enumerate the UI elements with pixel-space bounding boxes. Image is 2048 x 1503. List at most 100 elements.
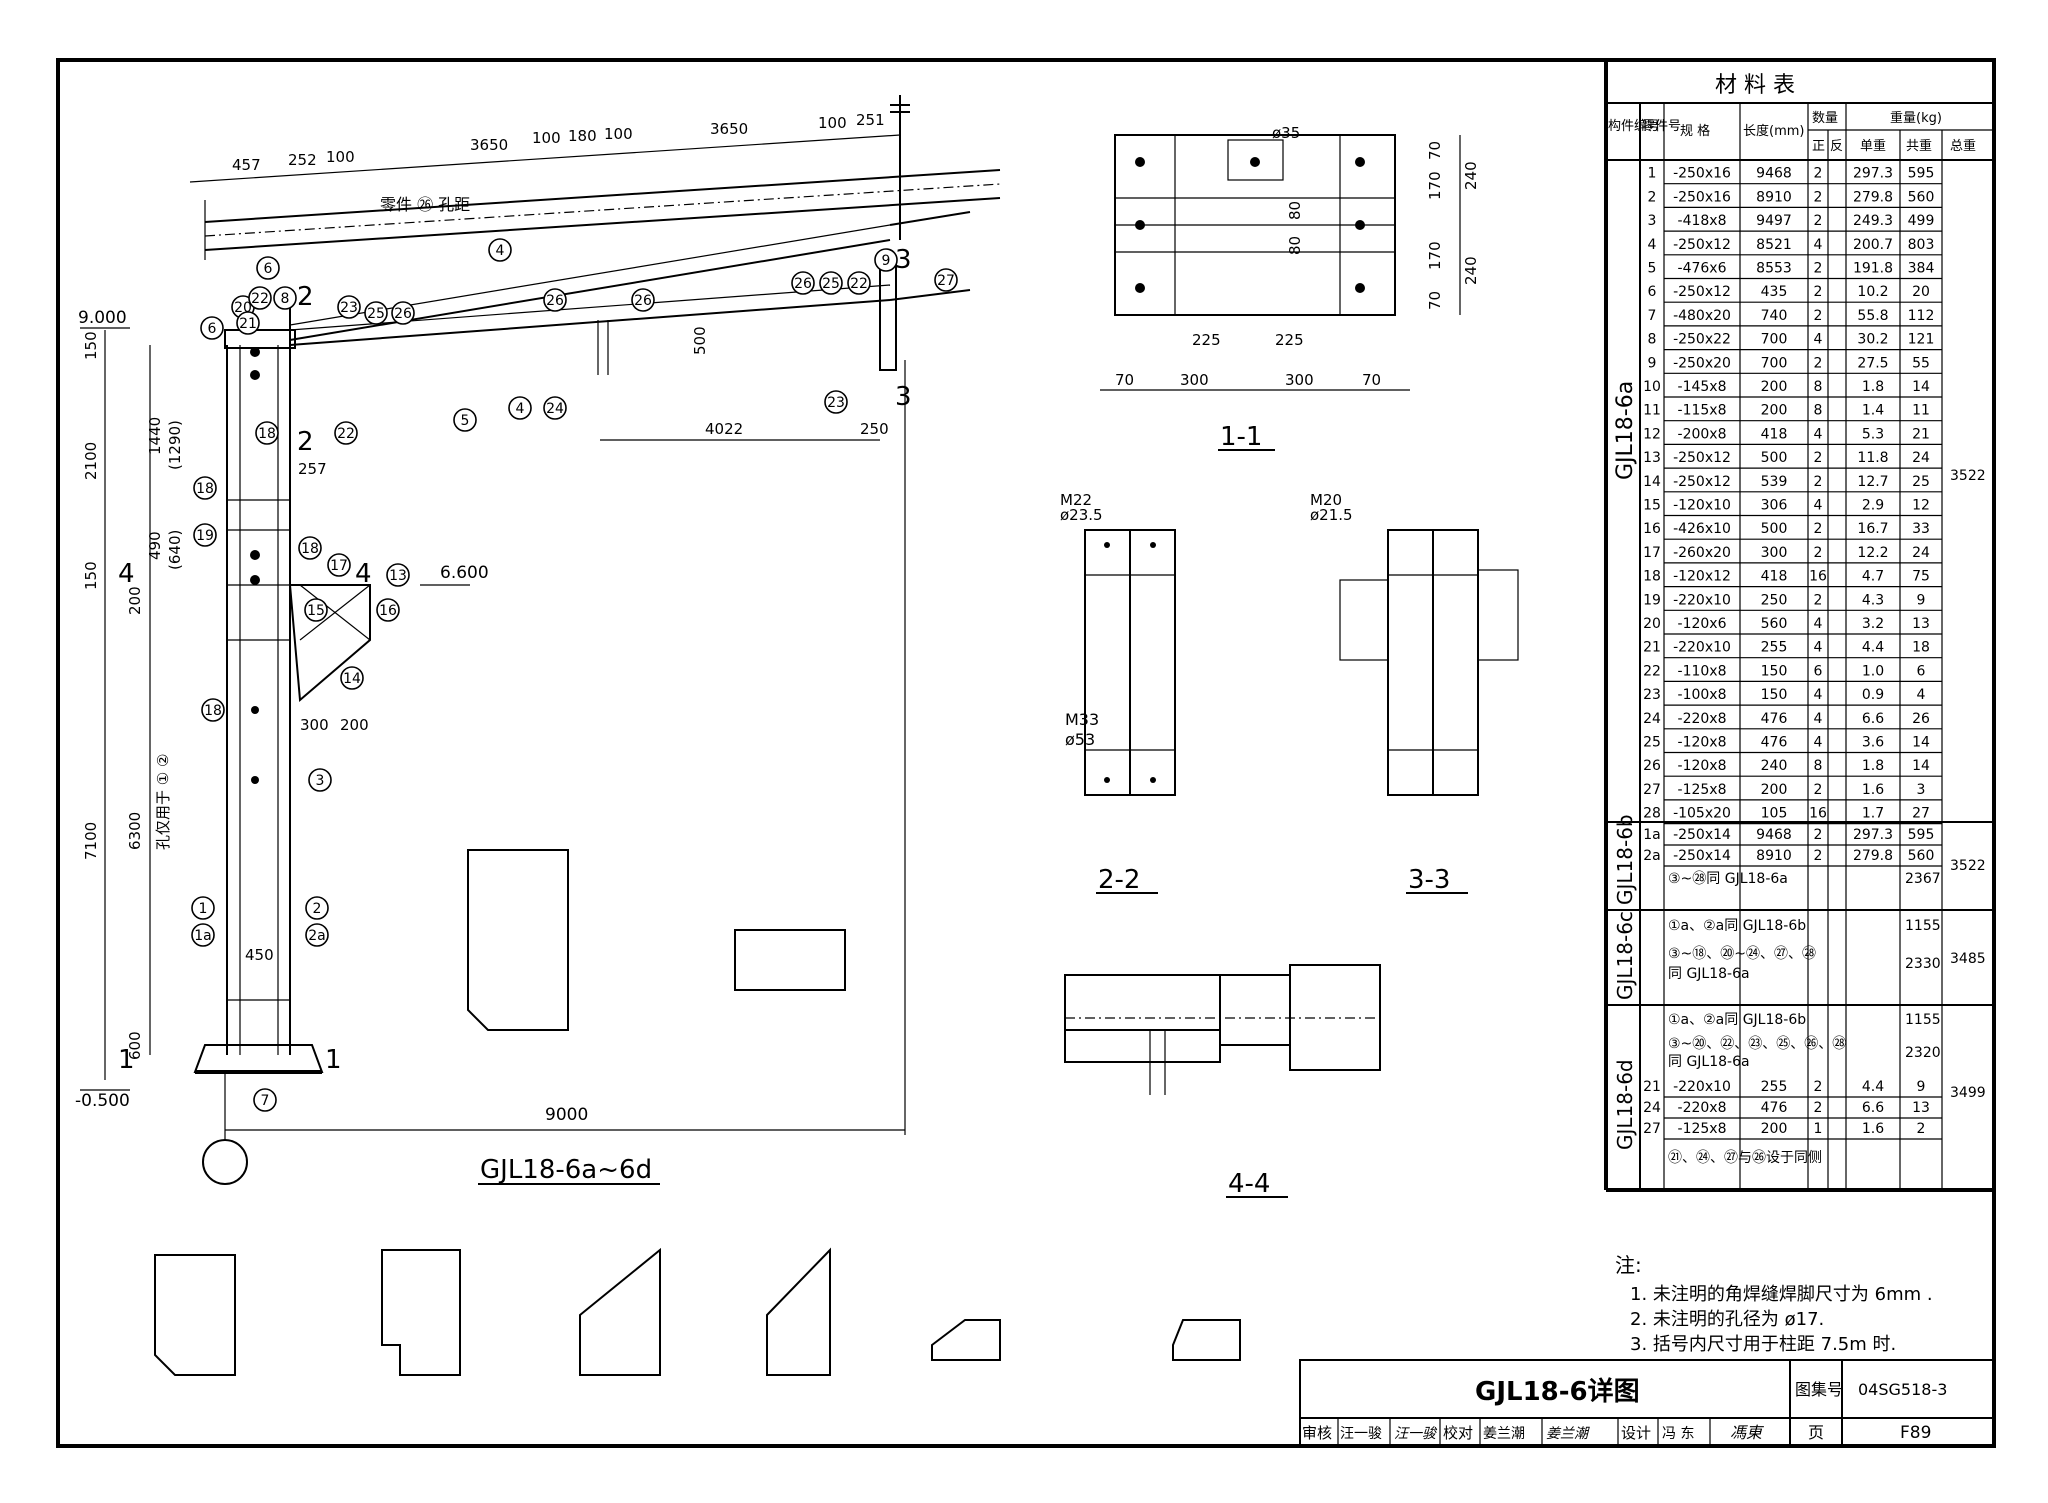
svg-text:26: 26: [794, 276, 812, 292]
table-cell: 2: [1814, 545, 1823, 561]
table-cell: 249.3: [1853, 213, 1893, 229]
table-cell: 8910: [1756, 848, 1792, 864]
table-cell: 4: [1814, 332, 1823, 348]
table-cell: 14: [1912, 379, 1930, 395]
table-cell: -250x12: [1673, 284, 1731, 300]
table-cell: 435: [1761, 284, 1788, 300]
svg-text:4022: 4022: [705, 420, 743, 438]
table-cell: 10.2: [1857, 284, 1888, 300]
svg-text:23: 23: [340, 300, 358, 316]
atlas-no: 04SG518-3: [1858, 1380, 1947, 1399]
d-line3: 同 GJL18-6a: [1668, 1054, 1750, 1070]
table-cell: 22: [1643, 663, 1661, 679]
table-cell: -220x8: [1678, 711, 1727, 727]
table-cell: 700: [1761, 332, 1788, 348]
table-cell: 4: [1648, 237, 1657, 253]
svg-text:(1290): (1290): [166, 420, 184, 470]
table-cell: 255: [1761, 1079, 1788, 1095]
table-cell: 279.8: [1853, 189, 1893, 205]
table-cell: 500: [1761, 521, 1788, 537]
table-cell: 4: [1814, 687, 1823, 703]
svg-text:3: 3: [895, 382, 912, 412]
span-dim: 9000: [545, 1105, 588, 1125]
table-cell: 15: [1643, 498, 1661, 514]
svg-text:225: 225: [1192, 331, 1221, 349]
table-cell: 27: [1912, 806, 1930, 822]
d-line1: ①a、②a同 GJL18-6b: [1668, 1012, 1806, 1028]
m22-label: M22: [1060, 491, 1092, 509]
section-1-1: [1100, 134, 1461, 391]
table-cell: 11: [1912, 403, 1930, 419]
table-cell: 11.8: [1857, 450, 1888, 466]
table-cell: 200: [1761, 403, 1788, 419]
svg-text:170: 170: [1426, 171, 1444, 200]
review-signature: 汪一骏: [1394, 1426, 1438, 1442]
table-cell: 4.7: [1862, 569, 1884, 585]
svg-text:6: 6: [264, 261, 273, 277]
table-cell: 28: [1643, 806, 1661, 822]
elev-bottom-label: -0.500: [75, 1091, 130, 1111]
svg-text:5: 5: [461, 413, 470, 429]
table-cell: 499: [1908, 213, 1935, 229]
svg-text:21: 21: [239, 316, 257, 332]
table-cell: 418: [1761, 426, 1788, 442]
table-cell: 8521: [1756, 237, 1792, 253]
svg-text:1440: 1440: [146, 417, 164, 455]
table-cell: 121: [1908, 332, 1935, 348]
table-cell: 17: [1643, 545, 1661, 561]
table-cell: 700: [1761, 355, 1788, 371]
hole-35-label: ø35: [1272, 124, 1300, 142]
table-cell: -125x8: [1678, 1121, 1727, 1137]
table-cell: 13: [1912, 1100, 1930, 1116]
svg-text:1: 1: [325, 1045, 342, 1075]
svg-text:490: 490: [146, 531, 164, 560]
design-name: 冯 东: [1662, 1426, 1694, 1442]
table-cell: 14: [1643, 474, 1661, 490]
table-cell: 2: [1814, 848, 1823, 864]
grand-c: 3485: [1950, 951, 1986, 967]
table-cell: 2: [1648, 189, 1657, 205]
svg-text:100: 100: [818, 114, 847, 132]
table-cell: 2: [1814, 450, 1823, 466]
table-cell: -250x12: [1673, 474, 1731, 490]
grand-d: 3499: [1950, 1085, 1986, 1101]
table-cell: 24: [1643, 1100, 1661, 1116]
table-cell: 0.9: [1862, 687, 1884, 703]
section-2-2: [1084, 529, 1176, 796]
table-cell: 1.4: [1862, 403, 1884, 419]
svg-text:27: 27: [937, 273, 955, 289]
table-cell: 24: [1912, 450, 1930, 466]
hole-note-col: 孔仅用于 ① ②: [154, 754, 172, 850]
table-cell: 14: [1912, 758, 1930, 774]
svg-text:4: 4: [496, 243, 505, 259]
table-cell: 3.2: [1862, 616, 1884, 632]
table-cell: 6.6: [1862, 1100, 1884, 1116]
table-cell: 297.3: [1853, 827, 1893, 843]
svg-text:26: 26: [546, 293, 564, 309]
table-cell: 14: [1912, 735, 1930, 751]
table-cell: 2: [1814, 474, 1823, 490]
svg-text:250: 250: [860, 420, 889, 438]
table-cell: 1a: [1643, 827, 1661, 843]
table-cell: 21: [1643, 640, 1661, 656]
title-block: [1299, 1359, 1995, 1447]
table-cell: -476x6: [1678, 261, 1727, 277]
svg-text:200: 200: [126, 586, 144, 615]
svg-text:80: 80: [1286, 201, 1304, 220]
table-cell: 18: [1912, 640, 1930, 656]
table-cell: -105x20: [1673, 806, 1731, 822]
table-cell: 4: [1814, 616, 1823, 632]
svg-text:15: 15: [307, 603, 325, 619]
table-cell: 6: [1648, 284, 1657, 300]
svg-text:16: 16: [379, 603, 397, 619]
table-cell: 23: [1643, 687, 1661, 703]
table-cell: 4.3: [1862, 592, 1884, 608]
